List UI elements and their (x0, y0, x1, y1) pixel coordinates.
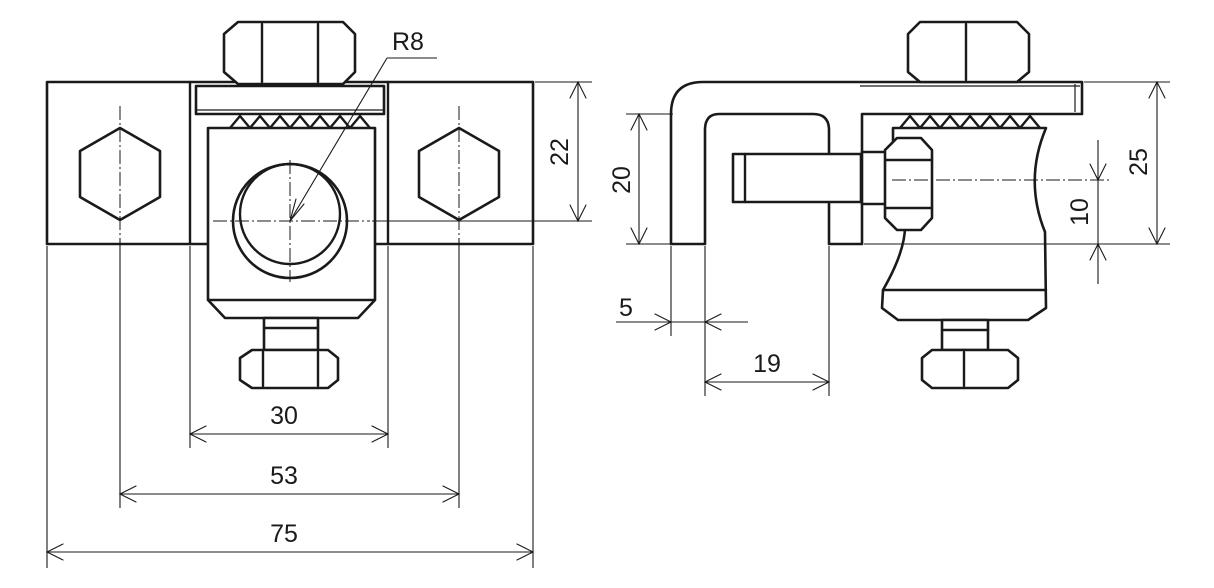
dim-75-label: 75 (270, 520, 298, 548)
dim-30-label: 30 (270, 402, 298, 430)
dim-19-label: 19 (753, 350, 781, 378)
dim-53-label: 53 (270, 462, 298, 490)
side-dimensions: 20 25 10 5 19 (608, 80, 1170, 396)
side-threaded-stud (731, 152, 863, 204)
side-serrated-washer (898, 114, 1042, 130)
side-view (669, 20, 1112, 390)
front-saddle-bar (194, 84, 386, 116)
side-u-bracket (669, 80, 1084, 246)
dim-20-label: 20 (608, 166, 636, 194)
front-view (45, 20, 535, 390)
side-bottom-nut (920, 348, 1020, 390)
front-bottom-nut (238, 348, 340, 390)
dim-25-label: 25 (1125, 148, 1153, 176)
front-lower-stem (262, 316, 320, 352)
dim-22-label: 22 (546, 138, 574, 166)
side-lower-stem (940, 318, 990, 352)
side-top-nut (906, 20, 1031, 84)
front-dimensions: 30 53 75 22 R8 (45, 28, 592, 568)
front-serrated-washer (228, 114, 372, 130)
dim-5-label: 5 (619, 294, 633, 322)
side-hex-nut (883, 136, 934, 232)
dim-r8-label: R8 (392, 28, 424, 56)
front-top-nut (222, 20, 357, 86)
dim-r8-leader (289, 57, 388, 222)
dim-10-label: 10 (1066, 198, 1094, 226)
